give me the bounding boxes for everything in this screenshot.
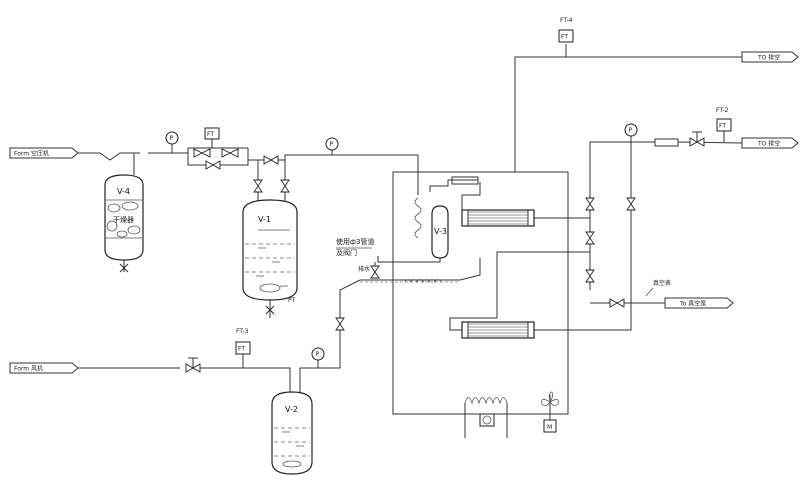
inline-flowmeter bbox=[654, 138, 679, 147]
svg-text:FT: FT bbox=[719, 123, 726, 130]
inlet-compressed-air: Form 空压机 bbox=[9, 147, 79, 159]
pipe-v3-top bbox=[429, 179, 478, 192]
outlet-vent-mid-label: TO 排空 bbox=[757, 140, 780, 148]
svg-text:FT: FT bbox=[238, 346, 245, 353]
svg-text:P: P bbox=[170, 135, 174, 142]
pressure-gauge-dryer: P bbox=[165, 131, 179, 153]
outlet-vacuum-label: To 真空泵 bbox=[679, 300, 706, 308]
drain-label: 排水 bbox=[358, 265, 370, 273]
flow-transmitter-ft2: FT-2 FT bbox=[716, 107, 732, 142]
svg-text:FT: FT bbox=[207, 131, 214, 138]
chamber-enclosure bbox=[392, 171, 569, 415]
svg-text:P: P bbox=[629, 127, 633, 134]
pipe-note-line2: 及阀门 bbox=[336, 248, 357, 257]
svg-text:P: P bbox=[316, 351, 320, 358]
inlet-compressed-air-label: Form 空压机 bbox=[14, 150, 49, 158]
heat-exchanger-upper bbox=[461, 209, 535, 227]
flow-transmitter-top: FT bbox=[204, 127, 220, 148]
inlet-fan-label: Form 风机 bbox=[14, 365, 43, 373]
flow-transmitter-ft3: FT-3 FT bbox=[235, 328, 251, 368]
vessel-v4-label: V-4 bbox=[117, 187, 130, 196]
vessel-v1-pt-label: PT bbox=[288, 297, 296, 304]
pipe-air-to-dryer bbox=[78, 152, 140, 161]
vessel-v2-label: V-2 bbox=[285, 405, 298, 414]
svg-text:P: P bbox=[330, 141, 334, 148]
inline-filter bbox=[451, 176, 479, 185]
heat-exchanger-lower bbox=[461, 321, 535, 339]
vessel-v1-label: V-1 bbox=[258, 215, 271, 224]
valve-group bbox=[185, 131, 705, 373]
flow-transmitter-ft4: FT-4 FT bbox=[558, 17, 574, 43]
vessel-v3-label: V-3 bbox=[434, 227, 447, 236]
pipe-hx1-right bbox=[534, 141, 640, 219]
vessel-v4-dryer-label: 干燥器 bbox=[113, 215, 134, 224]
pressure-gauge-outlet: P bbox=[624, 123, 638, 142]
outlet-vacuum: To 真空泵 bbox=[664, 297, 734, 309]
ft2-label: FT-2 bbox=[716, 107, 729, 114]
pipe-note-line1: 使用ф3管道 bbox=[336, 237, 374, 246]
pipe-hx1-left bbox=[461, 182, 481, 218]
pressure-gauge-v2: P bbox=[311, 347, 325, 368]
inlet-fan: Form 风机 bbox=[9, 362, 79, 374]
pipe-hx2-left bbox=[449, 251, 590, 331]
ft3-label: FT-3 bbox=[236, 328, 249, 335]
vessel-v1: V-1 PT bbox=[242, 199, 298, 315]
pipe-fan-to-v2 bbox=[200, 367, 291, 392]
fan-motor-label: M bbox=[547, 424, 552, 431]
cooling-coil bbox=[404, 279, 442, 283]
vacuum-gauge-leader bbox=[645, 287, 654, 297]
pipe-v2-up bbox=[299, 258, 481, 392]
outlet-vent-top: TO 排空 bbox=[741, 51, 799, 63]
outlet-vent-top-label: TO 排空 bbox=[757, 54, 780, 62]
pipe-to-vent-top bbox=[514, 56, 742, 172]
vessel-v2: V-2 bbox=[271, 391, 313, 475]
outlet-vent-mid: TO 排空 bbox=[741, 137, 799, 149]
pipe-to-vent-mid bbox=[677, 141, 743, 144]
svg-text:FT: FT bbox=[561, 34, 568, 41]
pipe-top-header bbox=[258, 154, 419, 195]
ft4-label: FT-4 bbox=[560, 17, 573, 24]
pipe-hx2-return bbox=[534, 142, 632, 331]
vacuum-gauge-label: 真空表 bbox=[653, 279, 671, 287]
pressure-gauge-header: P bbox=[325, 137, 339, 155]
pipe-v3-bottom bbox=[377, 256, 441, 263]
heater-coil bbox=[464, 397, 508, 438]
vessel-v3: V-3 bbox=[414, 197, 449, 259]
pipe-to-v1-left bbox=[247, 155, 259, 180]
fan-motor: M bbox=[541, 391, 559, 433]
vessel-v4-dryer: V-4 干燥器 bbox=[104, 174, 144, 273]
